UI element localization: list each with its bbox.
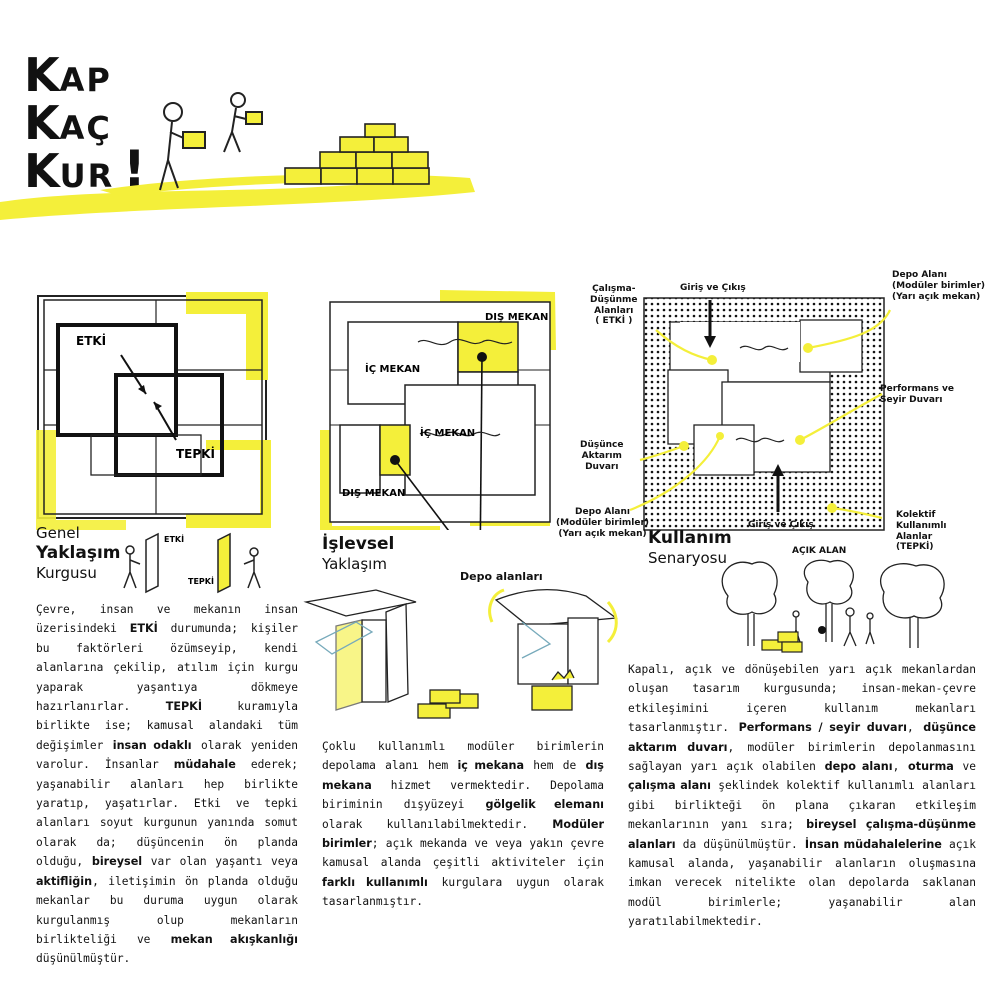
- arrow-icon: [772, 464, 784, 476]
- stick-figure-icon: [123, 545, 141, 589]
- depo-alani-top-label: Depo Alanı (Modüler birimler) (Yarı açık…: [892, 270, 986, 302]
- stacked-boxes-icon: [284, 123, 430, 185]
- diagram2-caption: İşlevsel Yaklaşım: [322, 534, 394, 574]
- stick-figure-icon: [843, 607, 857, 647]
- ic-mekan-label: İÇ MEKAN: [365, 361, 420, 375]
- storage-unit-left: [303, 589, 479, 719]
- yellow-ground-stroke: [0, 178, 475, 220]
- paragraph-usage-scenario: Kapalı, açık ve dönüşebilen yarı açık me…: [628, 663, 976, 929]
- title-line-1: KAP: [24, 48, 112, 102]
- paragraph-general-approach: Çevre, insan ve mekanın insan üzerisinde…: [36, 603, 298, 966]
- storage-unit-right: [488, 588, 618, 711]
- calisma-label: Çalışma- Düşünme Alanları ( ETKİ ): [590, 284, 638, 327]
- etki-tepki-figures: ETKİ TEPKİ: [123, 532, 261, 594]
- tree-icon: [880, 563, 945, 648]
- diagram-general-approach: ETKİ TEPKİ: [36, 292, 271, 530]
- paragraph-functional-approach: Çoklu kullanımlı modüler birimlerin depo…: [322, 740, 604, 909]
- diagram-functional-approach: DIŞ MEKAN İÇ MEKAN İÇ MEKAN DIŞ MEKAN: [320, 290, 556, 530]
- title-exclamation: !: [123, 140, 146, 198]
- dis-mekan-label: DIŞ MEKAN: [342, 488, 405, 499]
- arrow-icon: [704, 336, 716, 348]
- depo-alanlari-label: Depo alanları: [460, 570, 543, 583]
- stacked-boxes-icon: [761, 631, 803, 653]
- caption-bold: İşlevsel: [322, 534, 395, 554]
- tree-icon: [803, 559, 854, 642]
- ic-mekan-label: İÇ MEKAN: [420, 425, 475, 439]
- caption-line: Kurgusu: [36, 564, 97, 582]
- figure-etki-label: ETKİ: [164, 534, 184, 544]
- acik-alan-label: AÇIK ALAN: [792, 546, 847, 556]
- performans-label: Performans ve Seyir Duvarı: [880, 384, 954, 405]
- title-line-2: KAÇ: [24, 96, 112, 150]
- caption-line: Genel: [36, 524, 80, 542]
- tepki-label: TEPKİ: [176, 446, 215, 461]
- depo-alani-bottom-label: Depo Alanı (Modüler birimler) (Yarı açık…: [556, 507, 650, 539]
- diagram3-caption: Kullanım Senaryosu: [648, 528, 732, 568]
- giris-cikis-bottom-label: Giriş ve Çıkış: [748, 520, 814, 530]
- person-carrying-box-icon: [223, 92, 263, 153]
- dusunce-label: Düşünce Aktarım Duvarı: [580, 440, 624, 472]
- storage-module-sketches: [303, 588, 618, 719]
- caption-line: Yaklaşım: [322, 555, 387, 574]
- panel-tepki: [217, 532, 231, 594]
- person-carrying-box-icon: [159, 102, 206, 191]
- diagram1-caption: Genel Yaklaşım Kurgusu: [36, 524, 121, 583]
- park-scene-illustration: [721, 559, 945, 653]
- leader-lines: [629, 309, 892, 520]
- title-line-3: KUR: [24, 144, 115, 198]
- tree-icon: [721, 561, 778, 646]
- caption-bold: Yaklaşım: [36, 542, 121, 563]
- caption-bold: Kullanım: [648, 528, 732, 548]
- panel-etki: [145, 532, 159, 594]
- stick-figure-icon: [865, 612, 875, 645]
- kolektif-label: Kolektif Kullanımlı Alanlar (TEPKİ): [896, 510, 947, 553]
- stick-figure-icon: [243, 547, 261, 589]
- diagram-usage-scenario: [629, 297, 892, 531]
- giris-cikis-top-label: Giriş ve Çıkış: [680, 283, 746, 293]
- etki-label: ETKİ: [76, 333, 106, 348]
- figure-tepki-label: TEPKİ: [188, 576, 214, 586]
- caption-line: Senaryosu: [648, 549, 727, 568]
- header-illustration: [0, 92, 475, 220]
- dis-mekan-label: DIŞ MEKAN: [485, 312, 548, 323]
